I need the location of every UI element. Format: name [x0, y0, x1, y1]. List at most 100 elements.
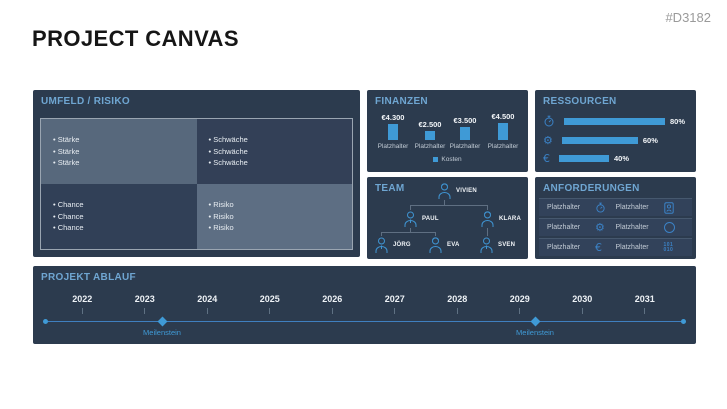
gear-icon: ⚙ — [595, 221, 605, 234]
timeline-year: 2024 — [176, 294, 239, 314]
org-connector — [410, 228, 411, 232]
resource-percent: 80% — [670, 116, 686, 126]
org-node-root: VIVIEN — [437, 182, 477, 200]
schwaeche-item: Schwäche — [209, 134, 353, 146]
requirement-label: Platzhalter — [547, 244, 581, 251]
year-tick — [644, 308, 646, 314]
org-connector — [381, 232, 436, 233]
timeline-line — [45, 321, 684, 322]
requirement-label: Platzhalter — [615, 204, 649, 211]
bar-group: €2.500 — [410, 110, 450, 140]
timeline-year: 2025 — [239, 294, 302, 314]
milestone-label: Meilenstein — [143, 328, 181, 337]
timeline-end-dot — [681, 319, 686, 324]
timeline-year: 2028 — [426, 294, 489, 314]
resource-percent: 40% — [614, 153, 630, 163]
bar-group: €3.500 — [445, 110, 485, 140]
person-male-icon — [375, 237, 388, 253]
org-node-level2: PAUL — [403, 210, 439, 228]
org-connector — [410, 205, 488, 206]
bar-value: €2.500 — [418, 120, 442, 129]
bar — [460, 127, 470, 140]
finanzen-title: FINANZEN — [375, 96, 428, 107]
member-name: KLARA — [499, 216, 521, 222]
person-male-icon — [480, 237, 493, 253]
finanzen-legend: Kosten — [367, 156, 528, 163]
bar-value: €4.300 — [381, 113, 405, 122]
timeline-years: 2022 2023 2024 2025 2026 2027 2028 2029 … — [51, 294, 676, 314]
bar — [388, 124, 398, 140]
circle-icon — [663, 222, 675, 233]
org-connector — [435, 232, 436, 236]
risiko-item: Risiko — [209, 211, 353, 223]
member-name: JÖRG — [393, 242, 411, 248]
member-name: VIVIEN — [456, 188, 477, 194]
resource-percent: 60% — [642, 135, 658, 145]
doc-code: #D3182 — [665, 10, 711, 25]
quadrant-schwaeche: Schwäche Schwäche Schwäche — [196, 119, 353, 184]
org-node-level3: EVA — [428, 236, 460, 254]
year-tick — [394, 308, 396, 314]
swot-grid: Stärke Stärke Stärke Schwäche Schwäche S… — [40, 118, 353, 250]
requirement-label: Platzhalter — [547, 204, 581, 211]
team-title: TEAM — [375, 183, 405, 194]
umfeld-risiko-title: UMFELD / RISIKO — [41, 96, 130, 107]
timeline-year: 2026 — [301, 294, 364, 314]
resource-row: € 40% — [543, 152, 629, 164]
anforderungen-panel: ANFORDERUNGEN Platzhalter Platzhalter Pl… — [535, 177, 696, 259]
requirement-cell: Platzhalter € — [547, 242, 616, 253]
schwaeche-item: Schwäche — [209, 146, 353, 158]
risiko-item: Risiko — [209, 199, 353, 211]
person-female-icon — [481, 211, 494, 227]
timeline-year: 2031 — [614, 294, 677, 314]
requirement-cell: Platzhalter — [547, 202, 616, 213]
bar-category: Platzhalter — [377, 143, 409, 150]
requirement-label: Platzhalter — [615, 244, 649, 251]
timeline-year: 2030 — [551, 294, 614, 314]
stopwatch-icon — [595, 202, 606, 213]
bar-group: €4.300 — [373, 110, 413, 140]
year-tick — [206, 308, 208, 314]
person-female-icon — [438, 183, 451, 199]
year-tick — [331, 308, 333, 314]
person-male-icon — [404, 211, 417, 227]
legend-swatch — [433, 157, 439, 162]
requirement-cell: Platzhalter ⚙ — [547, 222, 616, 233]
requirement-cell: Platzhalter — [616, 222, 685, 233]
chance-item: Chance — [53, 211, 197, 223]
bar-value: €4.500 — [491, 112, 515, 121]
org-connector — [444, 200, 445, 205]
resource-bar — [564, 117, 665, 125]
finanzen-panel: FINANZEN €4.300 €2.500 €3.500 €4.500 Pla… — [367, 90, 528, 172]
resource-bar — [561, 136, 638, 144]
bar-category: Platzhalter — [487, 143, 519, 150]
org-connector — [381, 232, 382, 236]
chance-item: Chance — [53, 222, 197, 234]
euro-icon: € — [543, 151, 550, 165]
resource-row: 80% — [543, 115, 685, 127]
timeline-year: 2027 — [364, 294, 427, 314]
umfeld-risiko-panel: UMFELD / RISIKO Stärke Stärke Stärke Sch… — [33, 90, 360, 257]
quadrant-staerke: Stärke Stärke Stärke — [41, 119, 197, 184]
risiko-item: Risiko — [209, 222, 353, 234]
euro-icon: € — [595, 241, 602, 254]
team-panel: TEAM VIVIEN PAUL KLARA JÖRG EVA — [367, 177, 528, 259]
bar-category: Platzhalter — [449, 143, 481, 150]
milestone-label: Meilenstein — [516, 328, 554, 337]
requirement-label: Platzhalter — [547, 224, 581, 231]
bar-category: Platzhalter — [414, 143, 446, 150]
timeline-year: 2022 — [51, 294, 114, 314]
requirement-row: Platzhalter Platzhalter — [539, 198, 692, 216]
year-tick — [144, 308, 146, 314]
org-connector — [487, 205, 488, 210]
projekt-ablauf-panel: PROJEKT ABLAUF 2022 2023 2024 2025 2026 … — [33, 266, 696, 344]
milestone-diamond — [157, 316, 168, 327]
resource-bar — [559, 154, 609, 162]
quadrant-chance: Chance Chance Chance — [41, 184, 197, 249]
timeline-year: 2029 — [489, 294, 552, 314]
bar — [498, 123, 508, 140]
org-connector — [410, 205, 411, 210]
year-tick — [269, 308, 271, 314]
